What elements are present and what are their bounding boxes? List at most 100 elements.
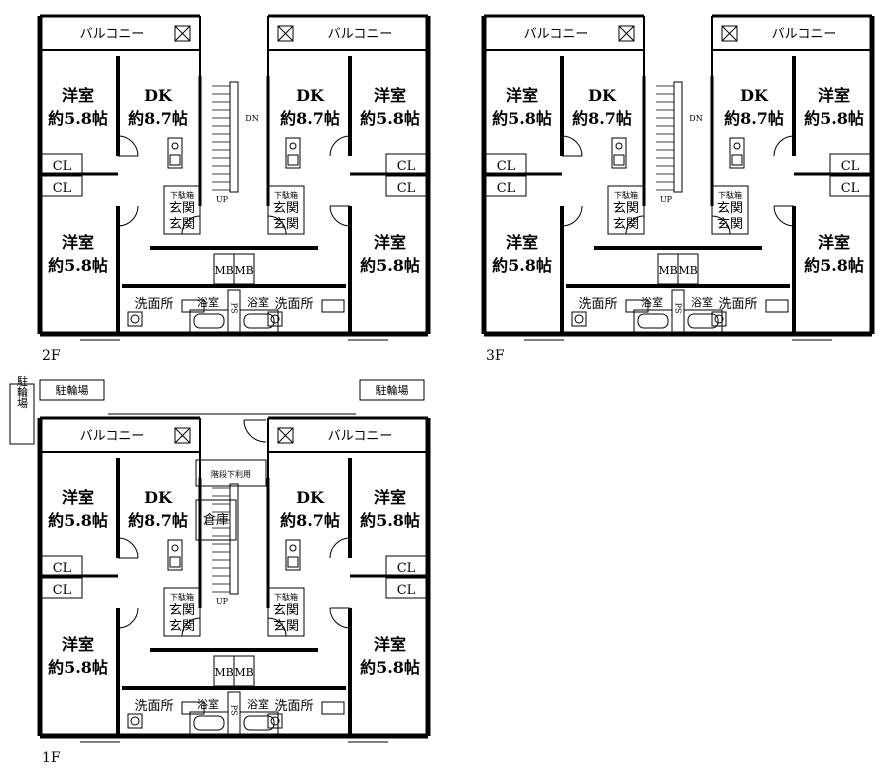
closet-lower-right [385,175,427,197]
door-arc [561,135,583,157]
bathtub-icon [239,711,279,735]
meter-box-label-right: MB [678,264,697,277]
entrance-label-right: 玄関 [273,603,299,618]
drain-box-frame [277,25,294,42]
door-arc [329,607,351,629]
closet-label-right: CL [397,159,416,174]
door-arc [267,617,287,637]
closet-label-right: CL [397,561,416,576]
entrance-label-left: 玄関 [169,603,195,618]
pipe-space-box [227,289,241,335]
closet-lower-left [485,175,527,197]
sink-icon [289,544,297,552]
storage-box [195,499,237,541]
balcony-label-right: バルコニー [772,27,837,42]
shoe-box-label-left: 下駄箱 [170,592,194,602]
bath-label-right: 浴室 [247,697,269,711]
shoe-box-label-left: 下駄箱 [614,190,638,200]
pipe-space-label: PS [230,705,239,716]
closet-lower-left [41,175,83,197]
bathtub-icon [189,711,229,735]
closet-label-left: CL [497,181,516,196]
stair-up-label: UP [216,195,229,204]
closet-label-left: CL [497,159,516,174]
bathtub-icon [633,309,673,333]
closet-lower-right [829,175,871,197]
closet-lower-right [385,577,427,599]
bath-label-right: 浴室 [691,295,713,309]
kitchen-counter-icon [729,137,745,169]
meter-box-label-right: MB [234,264,253,277]
stairs: UP DN [212,81,259,204]
dk-size-left: 約8.7帖 [128,511,188,530]
room-size-lower-left: 約5.8帖 [492,256,552,275]
balcony-label-left: バルコニー [80,429,145,444]
room-size-upper-left: 約5.8帖 [48,109,108,128]
door-arc [181,215,201,235]
dk-name-right: DK [296,86,325,105]
sink-icon [289,142,297,150]
drain-box-icon [277,25,294,42]
bicycle-parking-box-left [39,379,105,401]
washer-box [267,713,283,729]
washer-drum [574,314,584,324]
shoe-box-label-right: 下駄箱 [274,190,298,200]
drain-box-icon [174,427,191,444]
kitchen-counter-icon [167,137,183,169]
washroom-label-left: 洗面所 [578,297,617,312]
room-name-upper-right: 洋室 [374,86,406,105]
dk-size-right: 約8.7帖 [280,511,340,530]
counter [285,539,301,571]
floor-label: 2F [42,348,61,364]
room-name-upper-right: 洋室 [374,488,406,507]
washer-drum [270,314,280,324]
washer-icon [127,713,143,729]
closet-lower-left [41,577,83,599]
bath-label-left: 浴室 [197,697,219,711]
drain-box-icon [174,25,191,42]
dk-size-right: 約8.7帖 [280,109,340,128]
vanity-left [181,701,205,715]
door-swing [561,135,583,157]
dk-size-right: 約8.7帖 [724,109,784,128]
dk-name-left: DK [588,86,617,105]
drain-box-icon [721,25,738,42]
door-arc [181,617,201,637]
stove-icon [169,154,181,166]
door-arc [711,215,731,235]
room-name-upper-right: 洋室 [818,86,850,105]
door-arc [117,205,139,227]
door-arc [329,205,351,227]
stair-core [229,81,239,193]
counter [729,137,745,169]
drain-box-icon [277,427,294,444]
vanity-left [181,299,205,313]
counter [611,137,627,169]
pipe-space-label: PS [674,303,683,314]
kitchen-counter-icon [611,137,627,169]
entrance-label-left: 玄関 [613,201,639,216]
room-name-lower-left: 洋室 [62,233,94,252]
door-arc [561,205,583,227]
sink-icon [171,142,179,150]
meter-box-label-left: MB [214,264,233,277]
washer-icon [571,311,587,327]
door-swing [773,135,795,157]
door-swing [329,205,351,227]
door-swing [117,607,139,629]
washer-drum [130,314,140,324]
closet-label-right: CL [841,159,860,174]
room-size-lower-right: 約5.8帖 [360,256,420,275]
stair-down-label: DN [245,114,258,123]
room-size-upper-left: 約5.8帖 [48,511,108,530]
bathtub-inner [243,313,275,329]
storage-label: 倉庫 [203,513,229,528]
under-stairs-box [195,459,267,487]
room-name-lower-left: 洋室 [506,233,538,252]
bathtub-inner [637,313,669,329]
sink-icon [171,544,179,552]
washer-drum [270,716,280,726]
room-size-lower-right: 約5.8帖 [360,658,420,677]
bathtub-outer [239,309,279,333]
